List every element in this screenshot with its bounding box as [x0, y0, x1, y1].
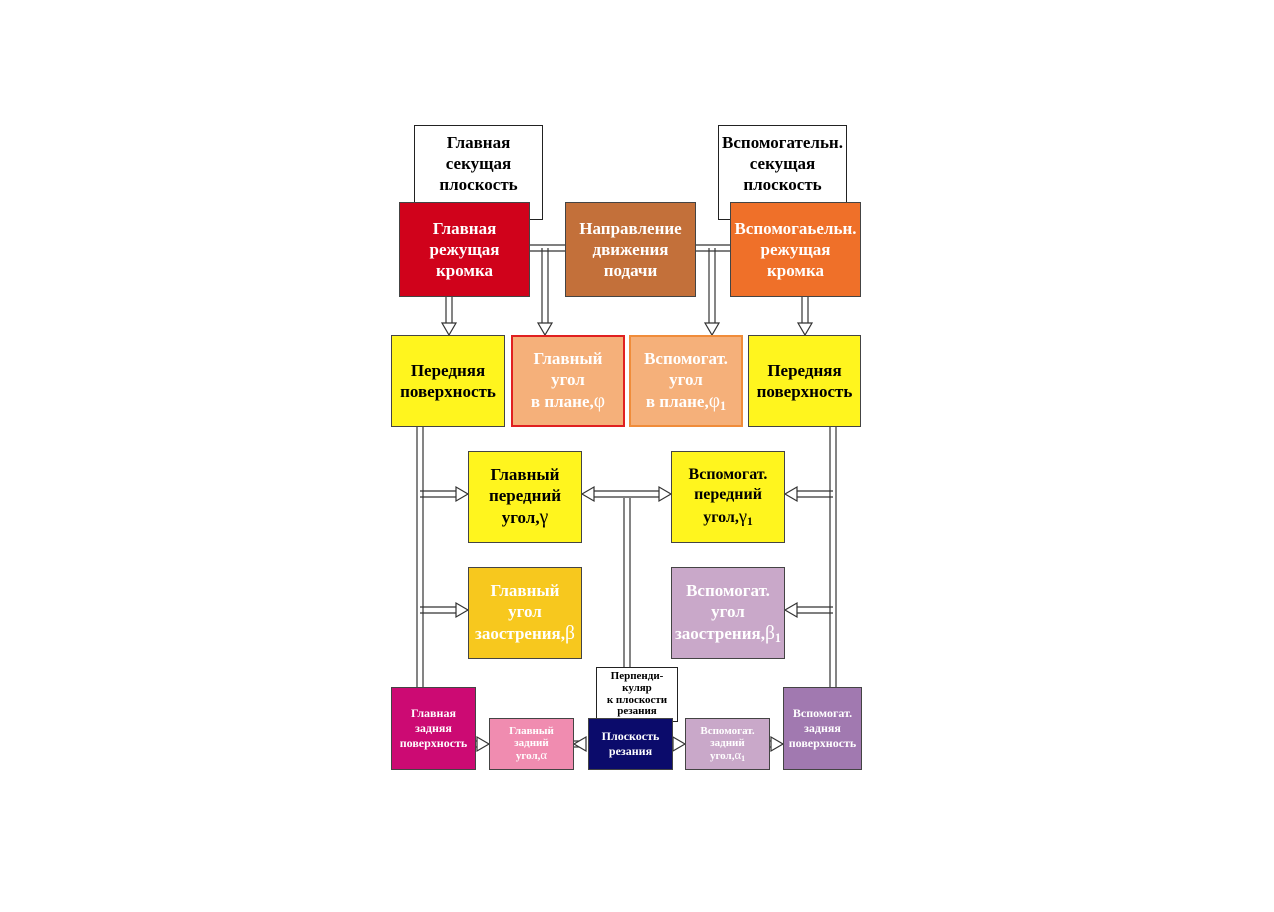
arrow-head-center-right: [658, 485, 673, 503]
main-clearance-angle-label: Главный задний угол,: [509, 724, 554, 763]
aux-plan-angle-symbol: φ: [708, 391, 720, 413]
aux-flank-surface-box: Вспомогат. задняя поверхность: [783, 687, 862, 770]
main-wedge-angle-symbol: β: [565, 623, 575, 645]
aux-wedge-angle-box: Вспомогат. угол заострения,β1: [671, 567, 785, 659]
aux-rake-angle-box: Вспомогат. передний угол,γ1: [671, 451, 785, 543]
main-clearance-angle-box: Главный задний угол,α: [489, 718, 574, 770]
aux-wedge-angle-label: Вспомогат. угол заострения,: [674, 580, 770, 644]
main-wedge-angle-box: Главный угол заострения,β: [468, 567, 582, 659]
front-surface-left-box: Передняя поверхность: [391, 335, 505, 427]
aux-clearance-angle-symbol: α: [734, 747, 742, 762]
arrow-head-aux-flank: [770, 735, 785, 753]
main-rake-angle-label: Главный передний угол,: [488, 464, 562, 528]
arrow-head-main-plan: [536, 322, 554, 337]
main-rake-angle-symbol: γ: [539, 507, 549, 529]
perpendicular-box: Перпенди- куляр к плоскости резания: [596, 667, 678, 722]
aux-plan-angle-label: Вспомогат. угол в плане,: [644, 348, 728, 412]
aux-cutting-edge-label: Вспомогаьельн. режущая кромка: [734, 218, 857, 281]
main-rake-angle-box: Главный передний угол,γ: [468, 451, 582, 543]
arrow-head-aux-front: [796, 322, 814, 337]
arrow-head-aux-clearance: [672, 735, 687, 753]
arrow-head-plane-main: [572, 735, 587, 753]
aux-flank-surface-label: Вспомогат. задняя поверхность: [788, 706, 857, 750]
arrow-head-main-front: [440, 322, 458, 337]
perpendicular-label: Перпенди- куляр к плоскости резания: [606, 670, 668, 718]
main-wedge-angle-label: Главный угол заострения,: [475, 580, 566, 644]
main-flank-surface-box: Главная задняя поверхность: [391, 687, 476, 770]
aux-clearance-angle-subscript: 1: [741, 753, 746, 763]
main-cutting-edge-label: Главная режущая кромка: [429, 218, 500, 281]
main-cutting-edge-box: Главная режущая кромка: [399, 202, 530, 297]
arrow-head-center-left: [580, 485, 595, 503]
front-surface-right-box: Передняя поверхность: [748, 335, 861, 427]
cutting-plane-box: Плоскость резания: [588, 718, 673, 770]
main-plan-angle-label: Главный угол в плане,: [530, 348, 603, 412]
aux-clearance-angle-box: Вспомогат. задний угол,α1: [685, 718, 770, 770]
main-clearance-angle-symbol: α: [540, 748, 548, 763]
main-flank-surface-label: Главная задняя поверхность: [399, 706, 468, 750]
aux-plan-angle-subscript: 1: [720, 399, 727, 414]
arrow-head-aux-rake: [783, 485, 798, 503]
aux-clearance-angle-label: Вспомогат. задний угол,: [700, 724, 755, 762]
feed-direction-box: Направление движения подачи: [565, 202, 696, 297]
main-plan-angle-symbol: φ: [593, 391, 606, 413]
aux-wedge-angle-symbol: β: [764, 623, 775, 645]
main-secant-plane-label: Главная секущая плоскость: [439, 132, 518, 195]
arrow-head-main-clearance: [476, 735, 491, 753]
main-plan-angle-box: Главный угол в плане,φ: [511, 335, 625, 427]
aux-rake-angle-symbol: γ: [738, 505, 747, 526]
front-surface-right-label: Передняя поверхность: [756, 360, 853, 401]
aux-rake-angle-subscript: 1: [747, 515, 753, 528]
feed-direction-label: Направление движения подачи: [579, 218, 682, 281]
aux-cutting-edge-box: Вспомогаьельн. режущая кромка: [730, 202, 861, 297]
arrow-head-aux-plan: [703, 322, 721, 337]
cutting-plane-label: Плоскость резания: [601, 729, 660, 758]
arrow-head-aux-wedge: [783, 601, 798, 619]
arrow-head-main-rake: [455, 485, 470, 503]
aux-rake-angle-label: Вспомогат. передний угол,: [688, 465, 768, 526]
aux-secant-plane-label: Вспомогательн. секущая плоскость: [722, 132, 843, 195]
aux-wedge-angle-subscript: 1: [774, 631, 782, 646]
arrow-head-main-wedge: [455, 601, 470, 619]
front-surface-left-label: Передняя поверхность: [400, 360, 496, 401]
aux-plan-angle-box: Вспомогат. угол в плане,φ1: [629, 335, 743, 427]
